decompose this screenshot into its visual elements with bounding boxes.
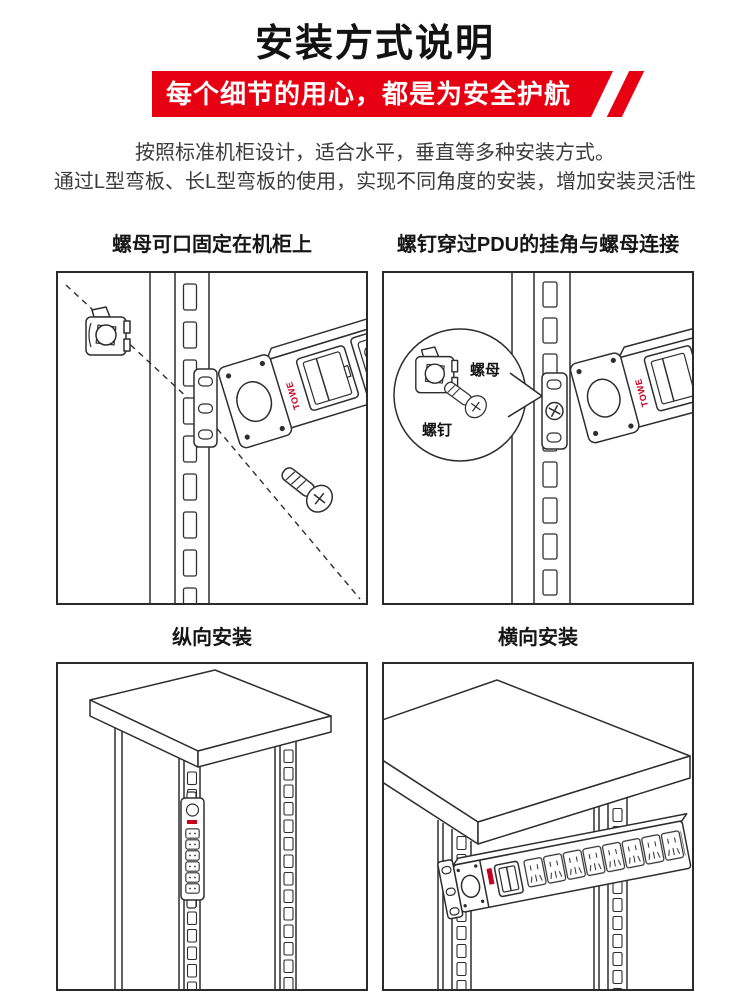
- cage-nut-icon: [85, 306, 131, 356]
- caption-screw-connection: 螺钉穿过PDU的挂角与螺母连接: [396, 234, 680, 256]
- description-text: 按照标准机柜设计，适合水平，垂直等多种安装方式。 通过L型弯板、长L型弯板的使用…: [0, 139, 750, 197]
- pdu-end-plate: [217, 354, 293, 449]
- l-bracket: [541, 372, 568, 450]
- callout-balloon: 螺母 螺钉: [393, 328, 543, 462]
- screw-head-cross: [548, 404, 561, 418]
- breaker-switch: [295, 345, 360, 411]
- screw-label: 螺钉: [422, 421, 452, 439]
- pdu-end-plate: [569, 352, 640, 444]
- cage-nut-icon: [415, 346, 459, 394]
- page-title: 安装方式说明: [254, 23, 495, 65]
- diagram-screw-connection: 螺母 螺钉: [393, 273, 692, 603]
- pdu-unit: TOWE: [217, 309, 366, 449]
- slogan-banner-text: 每个细节的用心，都是为安全护航: [152, 71, 613, 117]
- caption-horizontal-install: 横向安装: [498, 627, 578, 649]
- pdu-outlet-strip: [522, 827, 687, 894]
- right-rack-rail: [274, 741, 297, 989]
- pdu-outlet-strip: [185, 828, 200, 894]
- nut-label: 螺母: [470, 361, 500, 379]
- diagram-nut-fixation: TOWE: [65, 273, 366, 603]
- diagram-box-horizontal-install: [382, 662, 694, 991]
- diagram-horizontal-install: [384, 679, 692, 989]
- diagram-vertical-install: [89, 669, 332, 989]
- pdu-unit: TOWE: [569, 319, 692, 444]
- l-bracket: [193, 368, 218, 448]
- diagram-box-nut-fixation: TOWE: [56, 271, 368, 605]
- pdu-power-indicator: [486, 868, 495, 885]
- diagram-box-screw-connection: 螺母 螺钉: [382, 271, 694, 605]
- caption-nut-fixation: 螺母可口固定在机柜上: [112, 234, 312, 256]
- pdu-unit-vertical: [180, 791, 205, 909]
- breaker-switch: [643, 345, 692, 412]
- screw-icon: [443, 381, 487, 419]
- rack-table-frame: [89, 669, 332, 989]
- description-line-1: 按照标准机柜设计，适合水平，垂直等多种安装方式。: [135, 142, 615, 164]
- rack-rail: [149, 273, 210, 603]
- l-bracket: [437, 859, 464, 920]
- caption-vertical-install: 纵向安装: [172, 627, 252, 649]
- banner-stripe-decoration: [606, 71, 645, 117]
- callout-pointer: [507, 372, 543, 418]
- diagram-box-vertical-install: [56, 662, 368, 991]
- screw-icon: [281, 467, 334, 513]
- pdu-unit-horizontal: [437, 813, 692, 920]
- description-line-2: 通过L型弯板、长L型弯板的使用，实现不同角度的安装，增加安装灵活性: [53, 171, 697, 193]
- breaker-switch: [493, 860, 524, 898]
- outlet-socket: [350, 325, 366, 398]
- pdu-power-indicator: [187, 820, 197, 824]
- slogan-banner: 每个细节的用心，都是为安全护航: [152, 71, 645, 117]
